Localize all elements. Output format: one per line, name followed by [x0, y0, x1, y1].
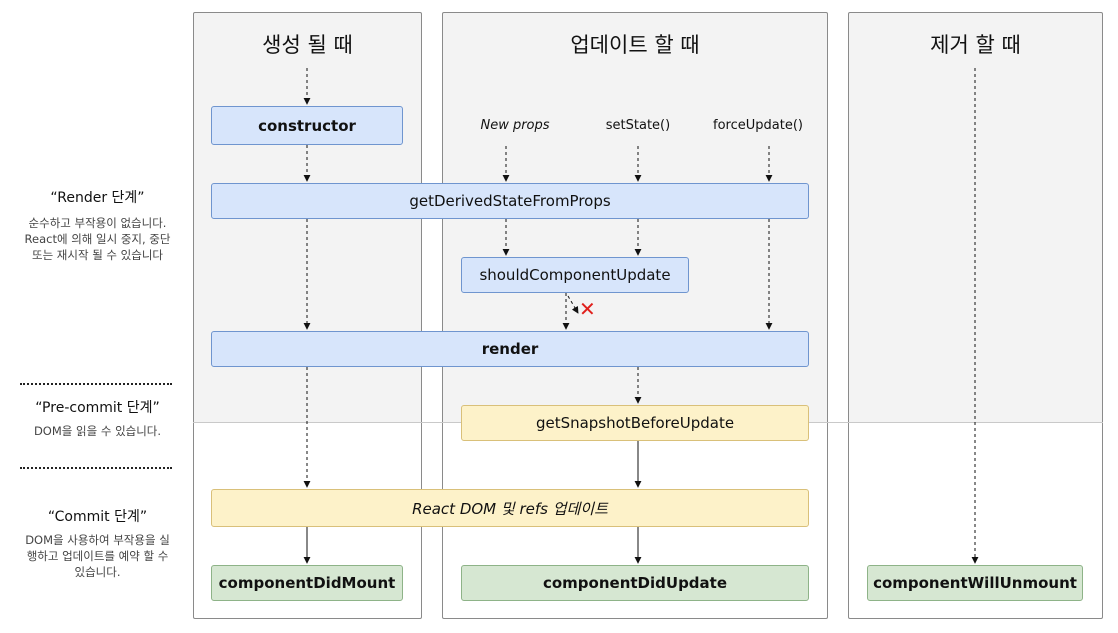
constructor-box: constructor	[211, 106, 403, 145]
trigger-force-update: forceUpdate()	[713, 118, 803, 133]
get-derived-state-box: getDerivedStateFromProps	[211, 183, 809, 219]
precommit-phase-description: DOM을 읽을 수 있습니다.	[33, 424, 162, 438]
get-snapshot-box: getSnapshotBeforeUpdate	[461, 405, 809, 441]
commit-phase-label: “Commit 단계” DOM을 사용하여 부작용을 실행하고 업데이트를 예약…	[20, 506, 175, 580]
column-title-unmount: 제거 할 때	[930, 33, 1021, 57]
render-phase-label: “Render 단계” 순수하고 부작용이 없습니다. React에 의해 일시…	[20, 187, 175, 263]
precommit-phase-label: “Pre-commit 단계” DOM을 읽을 수 있습니다.	[20, 397, 175, 439]
commit-phase-title: “Commit 단계”	[47, 509, 148, 525]
render-phase-description: 순수하고 부작용이 없습니다. React에 의해 일시 중지, 중단 또는 재…	[24, 216, 171, 262]
trigger-set-state: setState()	[605, 118, 671, 133]
render-phase-title: “Render 단계”	[50, 190, 145, 206]
component-did-update-box: componentDidUpdate	[461, 565, 809, 601]
commit-phase-description: DOM을 사용하여 부작용을 실행하고 업데이트를 예약 할 수 있습니다.	[25, 533, 170, 579]
column-title-mount: 생성 될 때	[262, 33, 353, 57]
should-component-update-box: shouldComponentUpdate	[461, 257, 689, 293]
phase-separator	[20, 383, 172, 385]
component-did-mount-box: componentDidMount	[211, 565, 403, 601]
column-title-update: 업데이트 할 때	[570, 33, 700, 57]
cancel-x-icon: ✕	[579, 297, 596, 321]
precommit-phase-title: “Pre-commit 단계”	[35, 400, 160, 416]
trigger-new-props: New props	[480, 118, 550, 133]
render-box: render	[211, 331, 809, 367]
phase-separator	[20, 467, 172, 469]
react-dom-update-box: React DOM 및 refs 업데이트	[211, 489, 809, 527]
component-will-unmount-box: componentWillUnmount	[867, 565, 1083, 601]
